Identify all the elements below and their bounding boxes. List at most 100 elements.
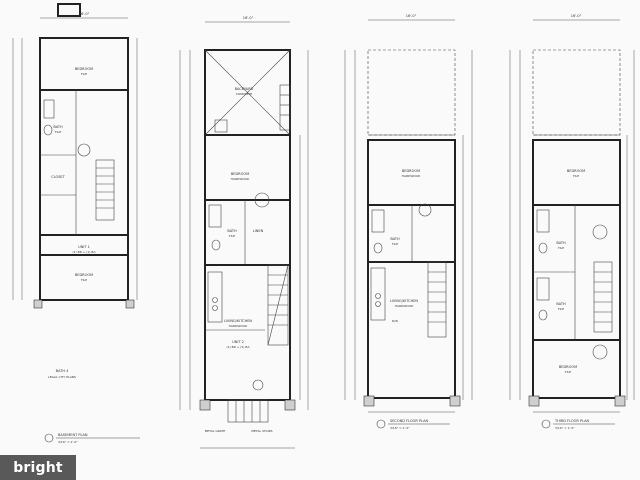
column [614,395,626,407]
stair [427,261,447,338]
column [33,299,43,309]
plan-scale: 3/16" = 1'-0" [555,426,575,430]
door-swing-icon [77,143,91,157]
column [449,395,461,407]
kitchen-counter [370,267,386,321]
room-label-living-kitchen: LIVING/KITCHEN [224,319,252,323]
top-dimension-label: 16'-0" [406,14,417,18]
toilet-icon [373,242,383,254]
exterior-walls [532,139,621,399]
room-floor-finish: HARDWOOD [402,174,421,178]
room-floor-finish: TILE [557,307,564,311]
equipment-pad [214,119,228,133]
unit-label: UNIT 2 [232,340,244,344]
plan-note: METAL STAIRS [251,429,272,433]
front-stair [227,399,269,423]
room-floor-finish: TILE [54,130,61,134]
stair [267,264,289,346]
range-burner-icon [375,293,381,299]
room-floor-finish: TILE [572,174,579,178]
column [199,399,211,411]
toilet-icon [252,379,264,391]
room-floor-finish: TILE [557,246,564,250]
toilet-icon [538,309,548,321]
plan-title: BASEMENT PLAN [58,433,88,437]
column [284,399,296,411]
room-label-bedroom: BEDROOM [75,273,93,277]
plan-title-block: THIRD FLOOR PLAN 3/16" = 1'-0" [541,419,615,430]
room-floor-finish: TILE [228,234,235,238]
top-dimension-label: 16'-0" [243,16,254,20]
room-label-living-kitchen: LIVING/KITCHEN [390,299,418,303]
room-label-bedroom: BEDROOM [567,169,585,173]
top-dimension-label: 16'-0" [571,14,582,18]
second-floor-plan: 16'-0" BEDROOM HARDWOOD BATH TILE LIV [344,14,473,430]
door-swing-icon [592,344,608,360]
plan-scale: 3/16" = 1'-0" [390,426,410,430]
toilet-icon [43,124,53,136]
plan-title-block: BASEMENT PLAN 3/16" = 1'-0" [44,433,140,444]
column [125,299,135,309]
unit-description: (1) BR + (1) BA [72,250,96,254]
plan-title: THIRD FLOOR PLAN [554,419,589,423]
door-swing-icon [592,224,608,240]
room-label-bedroom: BEDROOM [75,67,93,71]
top-dimension-label: 16'-0" [79,12,90,16]
bathtub-icon [536,209,550,233]
room-label-backyard: BACKYARD [235,87,254,91]
first-floor-plan: 16'-0" [179,16,309,449]
plan-title-block: SECOND FLOOR PLAN 3/16" = 1'-0" [376,419,450,430]
plan-note: LEGAL CITY PLANS [48,375,76,379]
range-burner-icon [212,305,218,311]
appliance-label: D/W [392,319,398,323]
exterior-walls [39,37,129,301]
watermark-text: bright [13,459,63,476]
unit-description: (1) BR + (1) BA [226,345,250,349]
bathtub-icon [371,209,385,233]
range-burner-icon [375,301,381,307]
stair [593,261,613,333]
room-floor-finish: CONCRETE [236,92,253,96]
light-well [57,3,81,17]
plan-scale: 3/16" = 1'-0" [58,440,78,444]
unit-label: UNIT 1 [78,245,90,249]
exterior-walls [367,139,456,399]
stair [95,159,115,221]
toilet-icon [538,242,548,254]
bathtub-icon [43,99,55,119]
room-floor-finish: HARDWOOD [395,304,414,308]
bathtub-icon [208,204,222,228]
room-label-bath: BATH [556,302,566,306]
bathtub-icon [536,277,550,301]
room-label-bath: BATH [390,237,400,241]
room-floor-finish: TILE [80,278,87,282]
room-floor-finish: HARDWOOD [231,177,250,181]
kitchen-counter [207,271,223,323]
room-label-linen: LINEN [253,229,264,233]
plan-note: METAL GRATE [205,429,226,433]
room-floor-finish: TILE [391,242,398,246]
room-label-bedroom: BEDROOM [559,365,577,369]
door-swing-icon [254,192,270,208]
toilet-icon [211,239,221,251]
room-label-bedroom: BEDROOM [231,172,249,176]
column [528,395,540,407]
range-burner-icon [212,297,218,303]
plan-note: BATH 4 [56,369,69,373]
room-floor-finish: HARDWOOD [229,324,248,328]
room-floor-finish: TILE [80,72,87,76]
room-label-bath: BATH [556,241,566,245]
plan-title: SECOND FLOOR PLAN [390,419,428,423]
hatch-line [204,49,291,136]
basement-plan: 16'-0" BEDROOM TILE BATH TILE [12,3,140,444]
room-label-closet: CLOSET [51,175,65,179]
third-floor-plan: 16'-0" BEDROOM TILE BATH TILE BATH TIL [509,14,635,430]
room-label-bedroom: BEDROOM [402,169,420,173]
room-floor-finish: TILE [564,370,571,374]
door-swing-icon [418,203,432,217]
room-label-bath: BATH [53,125,63,129]
room-label-bath: BATH [227,229,237,233]
exterior-stair [279,84,291,131]
